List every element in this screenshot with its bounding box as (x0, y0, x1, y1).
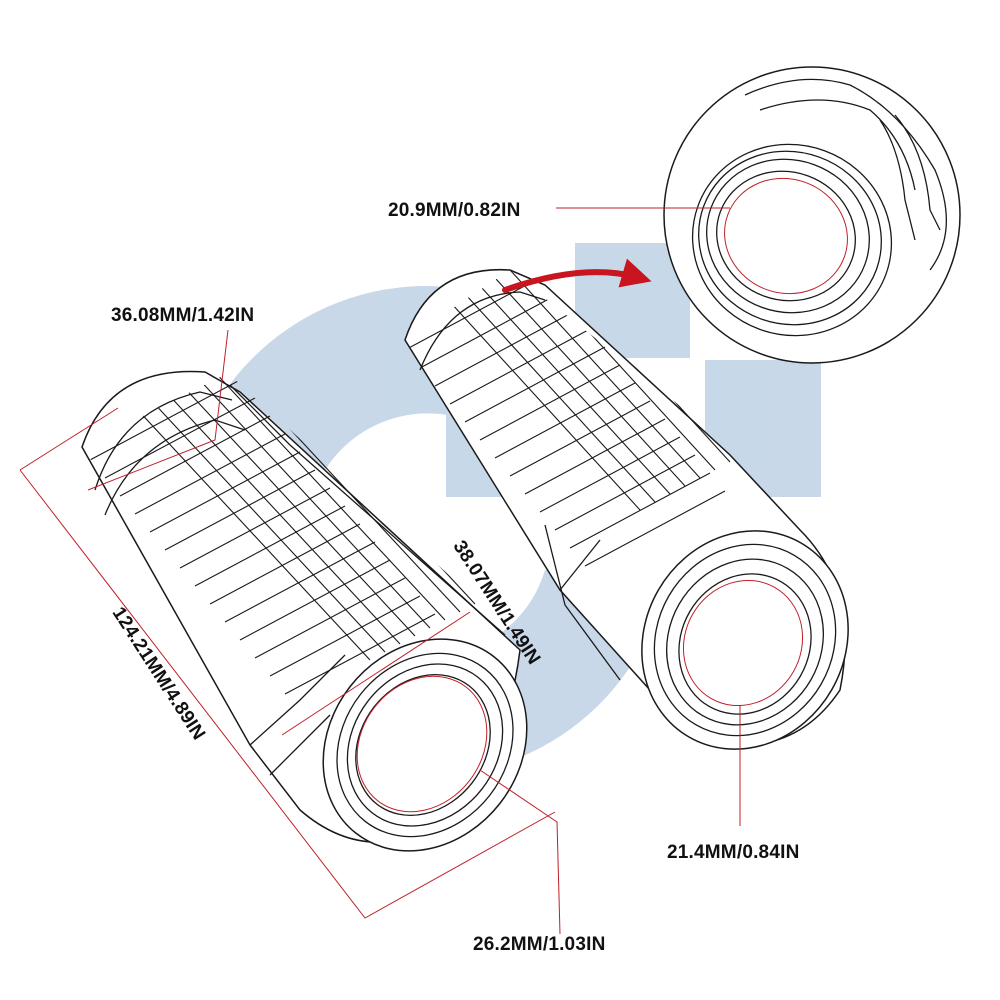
inner-diameter-left-label: 26.2MM/1.03IN (473, 934, 606, 955)
inner-diameter-right-label: 21.4MM/0.84IN (667, 842, 800, 863)
inner-diameter-zoom-label: 20.9MM/0.82IN (388, 200, 521, 221)
left-grip (81, 370, 528, 852)
inner-left-leader (479, 769, 561, 935)
right-bore-circle (682, 579, 804, 707)
zoom-arrow-icon (502, 258, 652, 293)
dimension-lines (19, 207, 741, 935)
zoom-circle (663, 66, 961, 364)
left-bore-circle (356, 675, 488, 813)
grip-diameter-leader (281, 611, 471, 736)
zoom-bore-circle (724, 177, 848, 295)
right-grip-end-cap (641, 530, 849, 750)
left-grip-pattern (89, 373, 476, 695)
length-dimension-line (19, 469, 556, 919)
outer-end-leader (87, 329, 229, 491)
length-extension-top (19, 407, 119, 471)
right-grip-pattern (405, 270, 746, 567)
outer-end-diameter-label: 36.08MM/1.42IN (111, 305, 255, 326)
right-grip (404, 268, 849, 750)
zoom-detail (502, 66, 961, 364)
